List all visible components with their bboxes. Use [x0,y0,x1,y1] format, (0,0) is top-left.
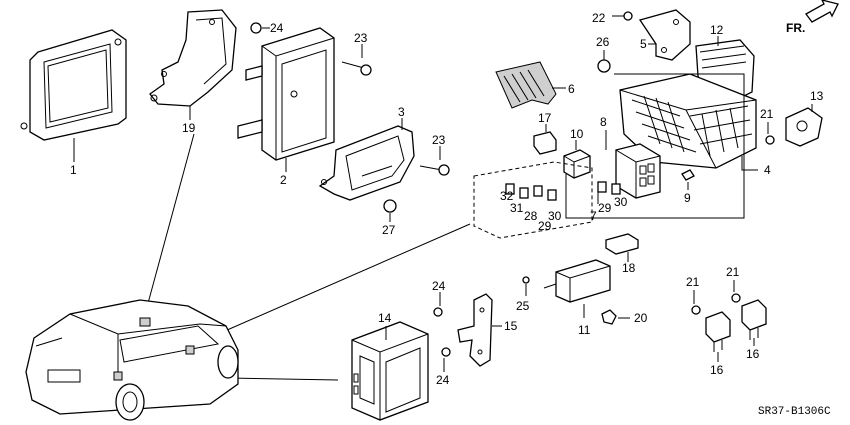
callout-17: 17 [538,111,552,125]
part-26-grommet [597,50,611,73]
part-23-screw-upper [341,44,372,76]
part-4-fuse-box [619,73,758,171]
part-16-sensor-right [741,299,767,346]
part-24-bolt-middle [433,292,443,317]
part-2-ecu-unit [237,27,335,172]
callout-19: 19 [182,121,196,135]
part-21-bolt-right-sensor [731,280,741,303]
callout-15: 15 [504,319,518,333]
part-16-sensor-left [705,311,731,362]
callout-2: 2 [280,173,287,187]
callout-23-upper: 23 [354,31,368,45]
callout-10: 10 [570,127,584,141]
leader-car-to-ecu [143,133,195,319]
part-24-bolt-lower [441,347,451,372]
part-5-bracket [638,9,691,61]
callout-30-right: 30 [614,195,628,209]
callout-5: 5 [640,37,647,51]
callout-16-left: 16 [710,363,724,377]
part-25-screw [522,276,530,296]
callout-16-right: 16 [746,347,760,361]
part-17-relay [533,124,557,155]
drawing-code: SR37-B1306C [758,406,831,418]
callout-13: 13 [810,89,824,103]
callout-25: 25 [516,299,530,313]
callout-14: 14 [378,311,392,325]
callout-30-left: 30 [548,209,562,223]
part-24-bolt-top [250,22,270,34]
callout-7: 7 [590,209,597,223]
callout-11: 11 [578,323,591,337]
callout-21-right: 21 [760,107,774,121]
small-relay-set [505,181,621,201]
callout-31: 31 [510,201,524,215]
callout-12: 12 [710,23,724,37]
callout-9: 9 [684,191,691,205]
part-20-clip [601,309,630,325]
part-3-lower-bracket [318,118,415,201]
fuse-relay-group-box [473,161,593,239]
callout-21-left-sensor: 21 [686,275,700,289]
vehicle-outline [25,299,239,421]
callout-24-top: 24 [270,21,284,35]
front-direction-arrow: FR. [786,0,839,35]
callout-20: 20 [634,311,648,325]
callout-27: 27 [382,223,396,237]
part-11-module [543,259,611,318]
callout-4: 4 [764,163,771,177]
callout-1: 1 [70,163,77,177]
callout-24-middle: 24 [432,279,446,293]
callout-32: 32 [500,189,514,203]
callout-3: 3 [398,105,405,119]
leader-car-to-fusebox [217,223,471,335]
part-14-control-unit [351,321,429,421]
callout-29-left: 29 [538,219,552,233]
part-6-cover [495,61,566,109]
part-23-screw-lower [419,146,450,176]
callout-8: 8 [600,115,607,129]
callout-26: 26 [596,35,610,49]
part-19-mount-bracket [149,9,237,120]
callout-6: 6 [568,82,575,96]
callout-18: 18 [622,261,636,275]
callout-22: 22 [592,11,606,25]
part-27-grommet [383,199,397,222]
part-1-ecu-bracket [20,29,127,162]
part-22-screw [612,11,633,21]
callout-29-right: 29 [598,201,612,215]
part-9-clip [681,169,695,190]
callout-28: 28 [524,209,538,223]
part-21-bolt-left-sensor [691,290,701,315]
part-13-sensor [785,104,823,147]
part-21-bolt-right [765,122,775,145]
part-10-relay [563,140,591,179]
callout-21-right-sensor: 21 [726,265,740,279]
front-direction-label: FR. [786,21,805,35]
part-15-bracket [457,293,502,367]
part-18-connector [605,233,639,262]
callout-24-lower: 24 [436,373,450,387]
callout-23-lower: 23 [432,133,446,147]
bracket-part-4 [565,73,745,219]
